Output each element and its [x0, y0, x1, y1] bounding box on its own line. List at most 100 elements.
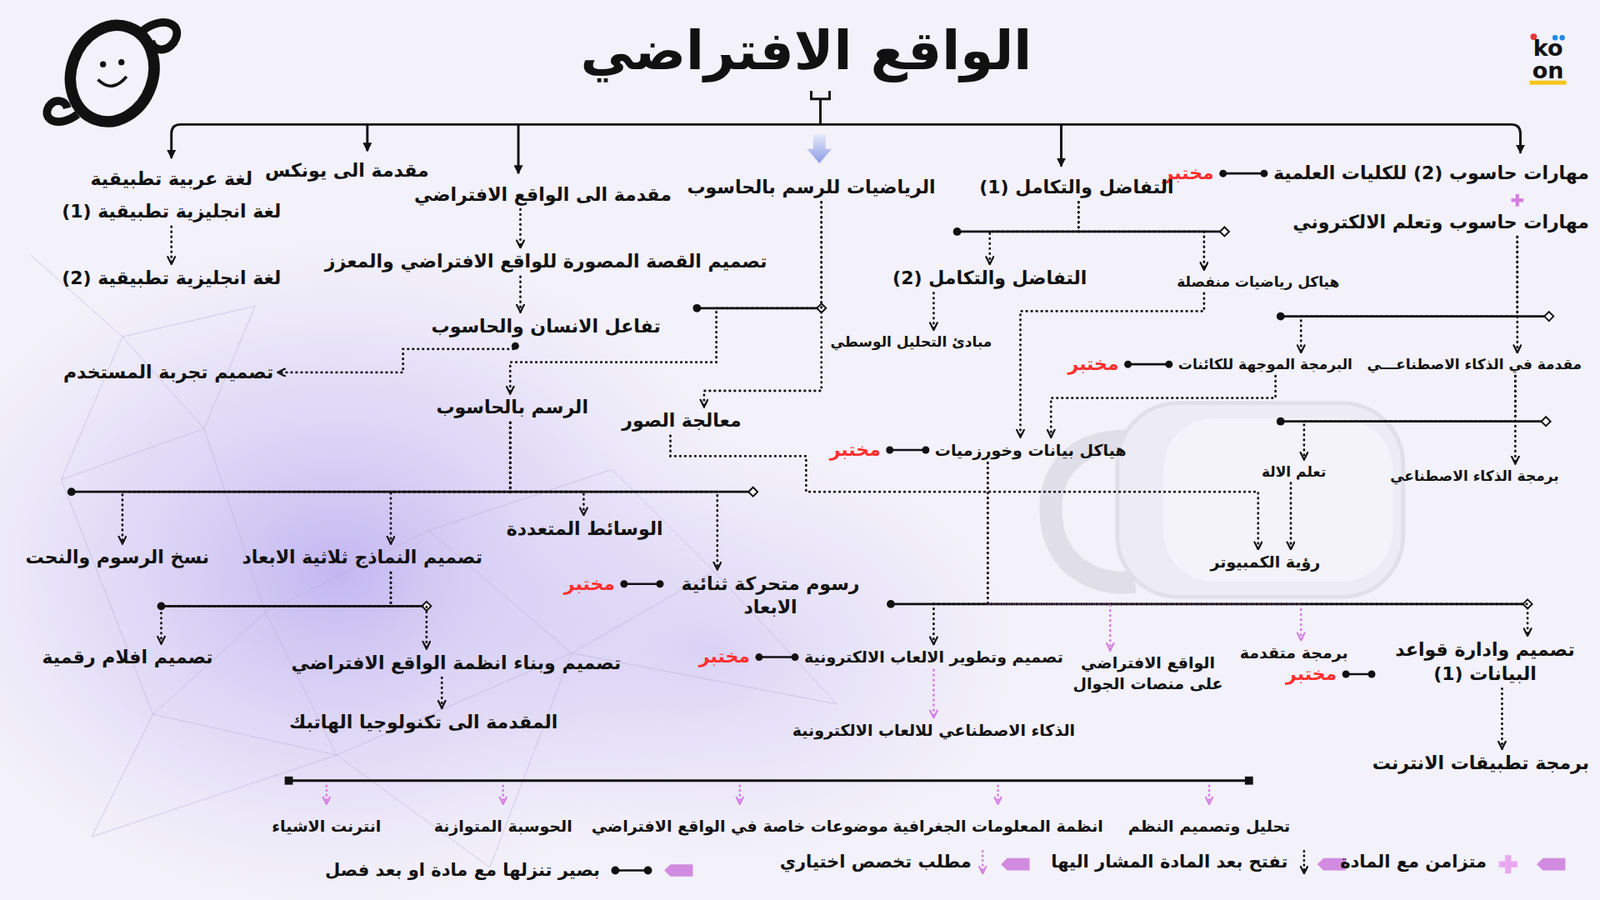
node-text: لغة انجليزية تطبيقية (2): [61, 266, 281, 291]
elective-arrow: [738, 785, 741, 805]
bar-end: [285, 776, 294, 785]
bar-dot: [67, 487, 76, 496]
prerequisite-arrow: [704, 202, 822, 408]
koon-logo-marks: [1530, 33, 1567, 85]
course-label: الرياضيات للرسم بالحاسوب: [682, 173, 940, 203]
course-label: تصميم وبناء انظمة الواقع الافتراضي: [286, 649, 625, 679]
node-text: مختبر: [1285, 662, 1337, 687]
course-label: تصميم تجربة المستخدم: [59, 358, 278, 388]
elective-arrow: [996, 785, 1000, 805]
group-bars: [71, 231, 1550, 606]
node-text: تصميم القصة المصورة للواقع الافتراضي وال…: [325, 250, 768, 275]
course-label: التفاضل والتكامل (1): [975, 173, 1178, 203]
course-label: لغة انجليزية تطبيقية (1): [57, 197, 285, 227]
legend-text: بصير تنزلها مع مادة او بعد فصل: [325, 859, 600, 882]
logo-curl: [142, 22, 177, 50]
course-label: انظمة المعلومات الجغرافية: [888, 813, 1108, 840]
course-label: رسوم متحركة ثنائية الابعاد: [665, 570, 876, 623]
elective-arrow: [932, 670, 935, 718]
logo-text: ko: [1533, 36, 1564, 60]
prerequisite-arrow: [170, 226, 173, 265]
node-text: الرياضيات للرسم بالحاسوب: [686, 175, 935, 200]
bar-diamond: [748, 487, 758, 497]
prerequisite-arrow: [122, 422, 510, 544]
course-label: التفاضل والتكامل (2): [888, 264, 1091, 294]
node-text: التفاضل والتكامل (2): [892, 266, 1087, 291]
course-label: برمجة تطبيقات الانترنت: [1368, 749, 1594, 779]
course-label: تصميم النماذج ثلاثية الابعاد: [237, 543, 487, 573]
node-text: انظمة المعلومات الجغرافية: [892, 815, 1104, 837]
legend-text: متزامن مع المادة: [1340, 850, 1487, 874]
course-label: مقدمة الى الواقع الافتراضي: [410, 180, 676, 210]
legend-text: مطلب تخصص اختياري: [780, 850, 972, 874]
legend-plus: [1499, 855, 1518, 874]
lab-tag: مختبر: [825, 435, 885, 465]
prerequisite-arrow: [932, 293, 935, 331]
course-label: مهارات حاسوب وتعلم الالكتروني: [1288, 208, 1594, 238]
course-label: تعلم الالة: [1257, 460, 1330, 484]
lab-link: [1223, 172, 1265, 175]
bar-dot: [1276, 312, 1285, 321]
course-label: مقدمة الى يونكس: [260, 156, 434, 186]
bar-diamond: [1220, 226, 1230, 236]
course-label: مقدمة في الذكاء الاصطناعـــي: [1363, 352, 1587, 376]
node-text: تصميم وتطوير الالعاب الالكترونية: [804, 646, 1064, 668]
lab-tag: مختبر: [1281, 660, 1341, 690]
smiley-logo: [46, 13, 177, 134]
node-text: مختبر: [564, 572, 615, 597]
prerequisite-arrow: [1020, 293, 1204, 438]
node-text: هياكل بيانات وخورزميات: [935, 440, 1127, 461]
prerequisite-arrow: [990, 202, 1080, 265]
prerequisite-arrow: [670, 435, 1258, 550]
gradient-arrow: [807, 135, 832, 164]
node-text: البرمجة الموجهة للكائنات: [1178, 355, 1353, 374]
node-text: تصميم النماذج ثلاثية الابعاد: [241, 545, 483, 570]
node-text: تصميم وادارة قواعد البيانات (1): [1380, 638, 1590, 686]
legend-tag: [1536, 858, 1565, 871]
node-text: برمجة متقدمة: [1240, 642, 1349, 664]
prerequisite-arrow: [510, 202, 821, 395]
bar-end: [1245, 776, 1254, 785]
prerequisite-arrow: [1078, 202, 1205, 270]
course-label: لغة عربية تطبيقية: [85, 165, 256, 195]
prerequisite-arrow: [1290, 483, 1293, 550]
node-text: المقدمة الى تكنولوجيا الهاتبك: [289, 710, 558, 735]
elective-bar: [289, 779, 1250, 782]
legend-tag: [664, 864, 693, 877]
course-label: رؤية الكمبيوتر: [1205, 549, 1325, 575]
link-line: [615, 869, 648, 872]
node-text: الواقع الافتراضي على منصات الجوال: [1068, 652, 1229, 694]
node-text: الوسائط المتعددة: [506, 517, 664, 542]
headset-body: [1117, 403, 1404, 598]
course-label: تصميم وادارة قواعد البيانات (1): [1376, 635, 1594, 689]
page-title: الواقع الافتراضي: [580, 19, 1032, 84]
node-text: الرسم بالحاسوب: [435, 395, 588, 420]
course-label: الرسم بالحاسوب: [431, 393, 592, 423]
bar-dot: [886, 600, 895, 609]
prerequisite-arrow: [160, 572, 391, 644]
headset-visor: [1163, 418, 1394, 582]
prerequisite-arrow: [519, 209, 522, 248]
logo-eye: [100, 60, 106, 67]
course-label: برمجة متقدمة: [1235, 640, 1353, 666]
elective-arrow: [987, 462, 1110, 650]
lab-tag: مختبر: [695, 642, 755, 672]
node-text: موضوعات خاصة في الواقع الافتراضي: [591, 815, 889, 837]
course-label: مبادئ التحليل الوسطي: [826, 330, 997, 354]
course-label: الحوسبة المتوازنة: [430, 813, 577, 840]
prerequisite-arrow: [1304, 375, 1515, 460]
course-label: تفاعل الانسان والحاسوب: [427, 312, 665, 342]
course-label: تحليل وتصميم النظم: [1124, 813, 1295, 840]
prerequisite-arrow: [1500, 688, 1504, 749]
course-label: نسخ الرسوم والنحت: [21, 543, 214, 573]
logo-smile: [98, 76, 127, 86]
node-text: مبادئ التحليل الوسطي: [830, 332, 993, 351]
prerequisite-arrow: [390, 422, 510, 544]
legend-text: تفتح بعد المادة المشار اليها: [1050, 850, 1288, 874]
prerequisite-arrow: [1515, 236, 1519, 353]
prerequisite-arrow: [519, 276, 522, 313]
node-text: مختبر: [1067, 352, 1119, 377]
prerequisite-arrow: [933, 462, 988, 645]
